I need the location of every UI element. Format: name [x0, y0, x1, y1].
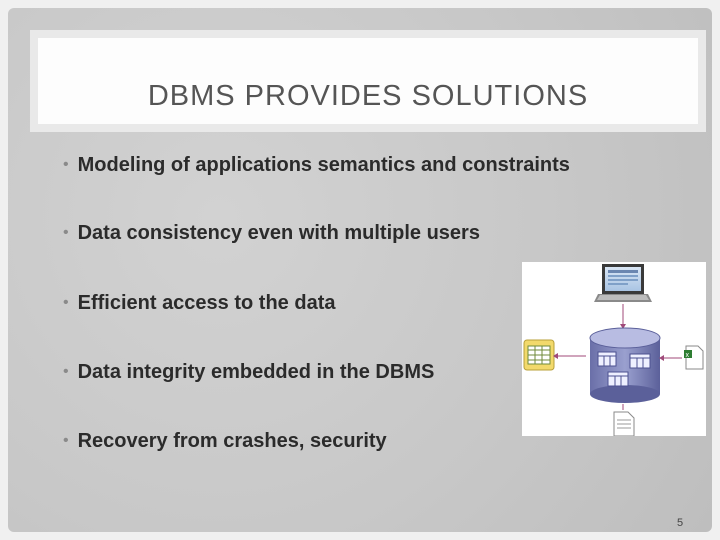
bullet-marker: •	[63, 294, 69, 311]
slide-title: DBMS PROVIDES SOLUTIONS	[147, 80, 589, 112]
bullet-marker: •	[63, 363, 69, 380]
document-icon	[613, 411, 635, 437]
title-box: DBMS PROVIDES SOLUTIONS	[30, 30, 706, 132]
dbms-diagram: x	[522, 262, 706, 437]
dbms-diagram-svg: x	[523, 264, 704, 437]
bullet-item: • Data integrity embedded in the DBMS	[63, 361, 434, 384]
bullet-text: Recovery from crashes, security	[77, 430, 387, 452]
laptop-icon	[594, 264, 652, 302]
svg-text:x: x	[686, 352, 690, 359]
bullet-text: Efficient access to the data	[77, 292, 336, 314]
bullet-text: Modeling of applications semantics and c…	[77, 154, 570, 176]
page-number: 5	[677, 517, 684, 529]
slide: DBMS PROVIDES SOLUTIONS • Modeling of app…	[8, 8, 712, 532]
bullet-item: • Recovery from crashes, security	[63, 430, 387, 453]
bullet-marker: •	[63, 224, 69, 241]
bullet-item: • Efficient access to the data	[63, 292, 335, 315]
bullet-item: • Data consistency even with multiple use…	[63, 222, 480, 245]
bullet-marker: •	[63, 432, 69, 449]
bullet-text: Data consistency even with multiple user…	[77, 222, 480, 244]
spreadsheet-icon	[523, 339, 555, 371]
database-icon	[589, 327, 661, 403]
excel-file-icon: x	[684, 345, 704, 370]
bullet-item: • Modeling of applications semantics and …	[63, 154, 570, 177]
bullet-text: Data integrity embedded in the DBMS	[77, 361, 435, 383]
bullet-marker: •	[63, 156, 69, 173]
